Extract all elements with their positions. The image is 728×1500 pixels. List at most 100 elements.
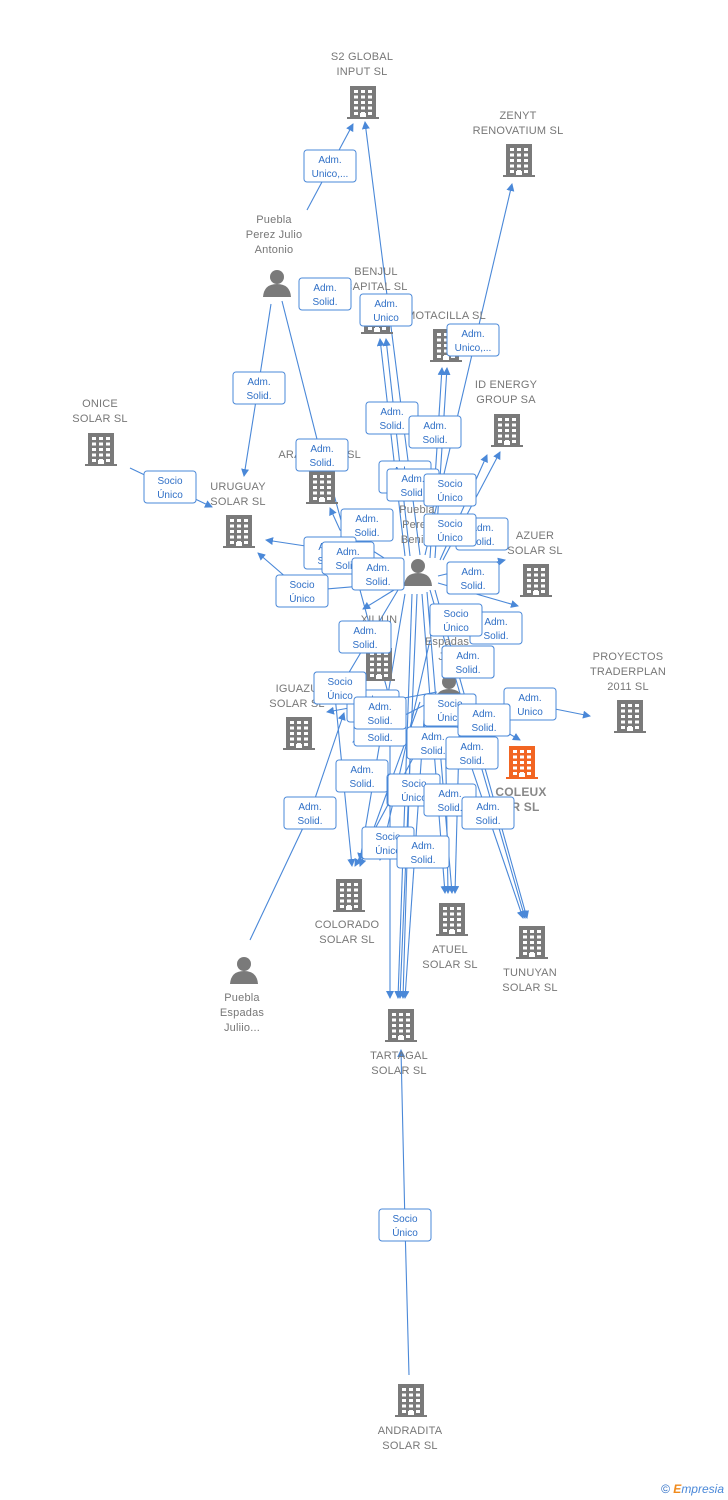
relation-label[interactable]: Adm. Unico <box>359 293 413 327</box>
relation-text: Solid. <box>335 561 360 572</box>
relation-text: Unico,... <box>455 343 492 354</box>
relation-label[interactable]: Adm.Solid. <box>338 620 392 654</box>
relation-layer: Adm.Unico,...Adm.Solid.Adm.UnicoAdm.Unic… <box>143 149 557 1242</box>
relation-label[interactable]: Adm.Solid. <box>351 557 405 591</box>
node-layer: S2 GLOBAL INPUT SL ZENYT RENOVATIUM SL Puebl… <box>72 51 666 1452</box>
relation-text: Único <box>157 488 183 501</box>
relation-label[interactable]: Adm.Solid. <box>335 759 389 793</box>
company-icon[interactable] <box>283 717 315 750</box>
relation-label[interactable]: Adm. Solid. <box>445 736 499 770</box>
relation-label[interactable]: Adm. Unico,... <box>303 149 357 183</box>
company-icon[interactable] <box>306 471 338 504</box>
relation-text: Socio <box>392 1214 417 1225</box>
relation-edge <box>376 338 406 557</box>
relation-label[interactable]: Adm.Solid. <box>353 696 407 730</box>
company-icon[interactable] <box>223 515 255 548</box>
node-label: SOLAR SL <box>422 959 477 971</box>
relation-text: Solid. <box>437 803 462 814</box>
node-label: SOLAR SL <box>507 545 562 557</box>
relation-label[interactable]: Adm. Solid. <box>283 796 337 830</box>
relation-label[interactable]: Adm.Solid. <box>461 796 515 830</box>
node-label: ATUEL <box>432 944 468 956</box>
relation-text: Solid. <box>246 391 271 402</box>
node-label: Puebla <box>399 504 435 516</box>
company-icon[interactable] <box>491 414 523 447</box>
relation-text: Adm. <box>374 299 397 310</box>
relation-text: Solid. <box>365 577 390 588</box>
relation-text: Adm. <box>460 742 483 753</box>
relation-label[interactable]: Adm.Solid. <box>469 611 523 645</box>
company-icon[interactable] <box>614 700 646 733</box>
relation-label[interactable]: Adm. Solid. <box>232 371 286 405</box>
relation-text: Unico <box>517 707 543 718</box>
relation-label[interactable]: Adm.Solid. <box>295 438 349 472</box>
company-icon[interactable] <box>520 564 552 597</box>
company-icon[interactable] <box>436 903 468 936</box>
node-label: Puebla <box>256 214 292 226</box>
relation-text: Solid. <box>297 816 322 827</box>
company-icon[interactable] <box>333 879 365 912</box>
relation-text: Adm. <box>318 155 341 166</box>
node-label: 2011 SL <box>607 681 649 693</box>
relation-label[interactable]: Adm.Unico,... <box>446 323 500 357</box>
relation-text: Adm. <box>518 693 541 704</box>
relation-label[interactable]: Adm.Solid. <box>298 277 352 311</box>
node-label: INPUT SL <box>337 66 388 78</box>
node-label: Antonio <box>255 244 294 256</box>
relation-text: Único <box>375 844 401 857</box>
relation-label[interactable]: Adm.Solid. <box>441 645 495 679</box>
node-label: ZENYT <box>499 110 536 122</box>
relation-text: Unico <box>373 313 399 324</box>
relation-label[interactable]: Adm.Solid. <box>365 401 419 435</box>
company-icon[interactable] <box>85 433 117 466</box>
relation-text: Solid. <box>379 421 404 432</box>
node-label: SL <box>347 449 361 461</box>
relation-text: Adm. <box>461 567 484 578</box>
relation-text: Solid. <box>459 756 484 767</box>
relation-text: Socio <box>443 609 468 620</box>
relation-text: Unico,... <box>312 169 349 180</box>
relation-text: Adm. <box>298 802 321 813</box>
company-icon[interactable] <box>516 926 548 959</box>
relation-label[interactable]: Adm.Solid. <box>340 508 394 542</box>
relation-text: Adm. <box>247 377 270 388</box>
focus-company-icon[interactable] <box>506 746 538 779</box>
relation-text: Adm. <box>350 765 373 776</box>
relation-text: Solid. <box>460 581 485 592</box>
relation-text: Adm. <box>313 283 336 294</box>
company-icon[interactable] <box>347 86 379 119</box>
relation-label[interactable]: Adm.Solid. <box>408 415 462 449</box>
relation-text: Solid. <box>422 435 447 446</box>
node-label: SOLAR SL <box>319 934 374 946</box>
node-label: RENOVATIUM SL <box>473 125 564 137</box>
company-icon[interactable] <box>503 144 535 177</box>
relation-text: Socio <box>327 677 352 688</box>
relation-label[interactable]: Adm. Solid. <box>446 561 500 595</box>
node-label: ANDRADITA <box>378 1425 443 1437</box>
node-label: TRADERPLAN <box>590 666 666 678</box>
company-icon[interactable] <box>385 1009 417 1042</box>
relation-label[interactable]: Adm.Solid. <box>396 835 450 869</box>
relation-label[interactable]: Adm. Unico <box>503 687 557 721</box>
relation-text: Solid. <box>309 458 334 469</box>
person-icon[interactable] <box>263 270 291 297</box>
node-label: COLEUX <box>495 785 546 799</box>
relation-text: Solid. <box>483 631 508 642</box>
person-icon[interactable] <box>404 559 432 586</box>
relation-label[interactable]: Adm.Solid. <box>457 703 511 737</box>
company-icon[interactable] <box>395 1384 427 1417</box>
empresia-logo[interactable]: Empresia <box>673 1482 724 1496</box>
node-label: S2 GLOBAL <box>331 51 393 63</box>
footer-brand: © Empresia <box>661 1482 724 1496</box>
person-icon[interactable] <box>230 957 258 984</box>
relation-text: Adm. <box>421 732 444 743</box>
node-label: SOLAR SL <box>382 1440 437 1452</box>
node-label: ONICE <box>82 398 118 410</box>
